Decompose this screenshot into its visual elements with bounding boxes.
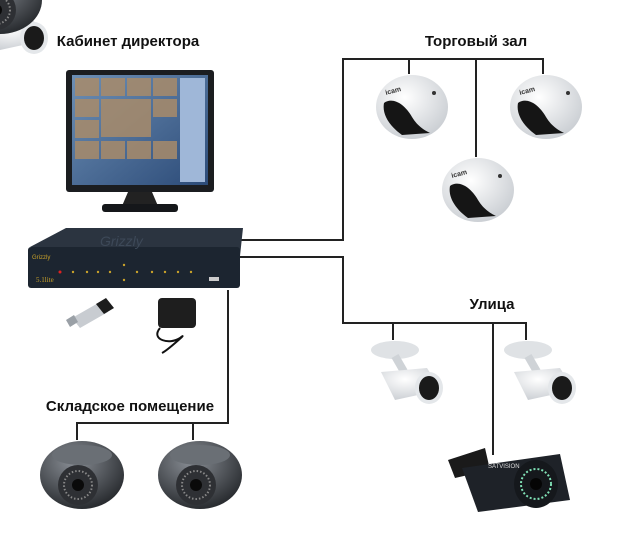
power-adapter bbox=[156, 298, 196, 354]
bullet-brand-logo: SATVISION bbox=[488, 464, 520, 470]
label-director-office: Кабинет директора bbox=[56, 33, 200, 50]
cable-sales-floor bbox=[240, 58, 544, 241]
cable-warehouse bbox=[76, 290, 229, 440]
cable-street bbox=[240, 256, 527, 455]
label-warehouse: Складское помещение bbox=[45, 398, 215, 415]
cables bbox=[76, 58, 544, 455]
dvr-model-logo: 5.1lite bbox=[36, 276, 54, 284]
dvr-recorder: Grizzly Grizzly 5.1lite bbox=[28, 228, 243, 288]
usb-stick bbox=[66, 298, 114, 328]
bullet-camera-black: SATVISION bbox=[448, 448, 570, 512]
dvr-brand-logo: Grizzly bbox=[32, 255, 50, 261]
dvr-top-logo: Grizzly bbox=[100, 233, 144, 249]
dome-camera-dark bbox=[0, 0, 42, 34]
monitor bbox=[66, 70, 214, 212]
label-street: Улица bbox=[469, 296, 515, 313]
label-sales-floor: Торговый зал bbox=[424, 33, 528, 50]
